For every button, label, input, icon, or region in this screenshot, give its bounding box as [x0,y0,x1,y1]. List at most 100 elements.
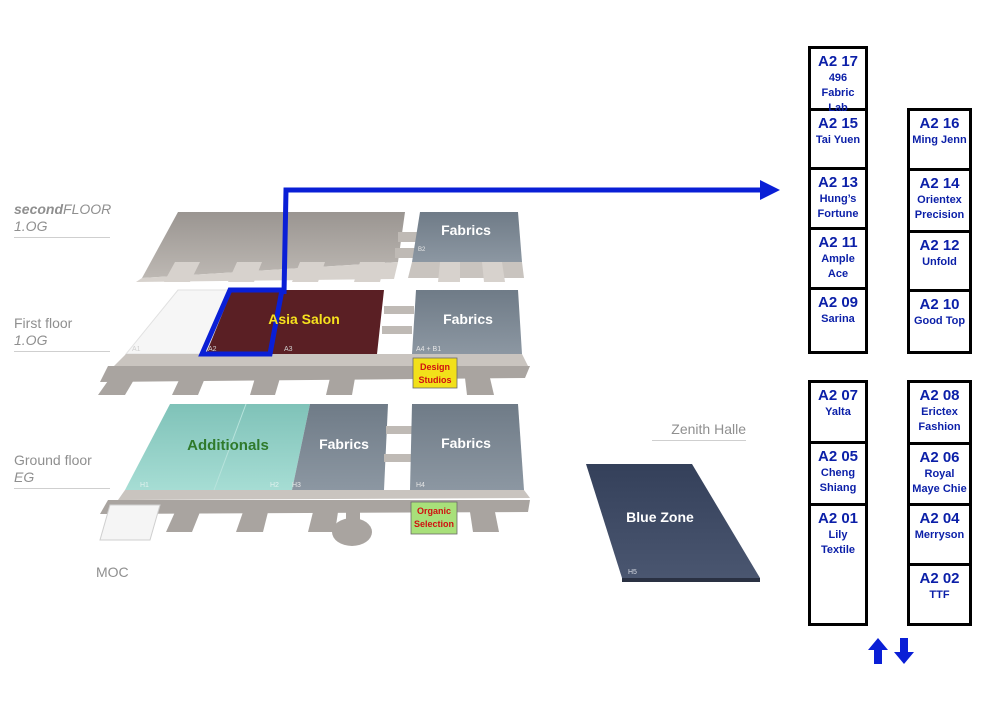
booth-number: A2 01 [817,510,859,527]
hall-first-fabrics[interactable] [412,290,522,354]
booth-number: A2 07 [817,387,859,404]
booth-exhibitor-name: 496 [828,72,848,84]
booth-a2-09[interactable]: A2 09 Sarina [811,290,865,351]
ground-floor-label: Ground floor EG [14,452,110,489]
booth-exhibitor-name: Unfold [922,256,957,268]
booth-exhibitor-name: Cheng [820,467,856,479]
booth-exhibitor-name: Shiang [819,482,857,494]
ground-floor-plan [99,403,530,546]
booth-exhibitor-name: Ming Jenn [912,134,967,146]
first-floor-label: First floor 1.OG [14,315,110,352]
moc-building [99,504,161,541]
second-floor-word2: FLOOR [63,201,112,217]
booth-a2-10[interactable]: A2 10 Good Top [910,292,969,351]
hall-code-a4b1: A4 + B1 [416,346,441,353]
booth-exhibitor-name: Fortune [817,208,859,220]
first-fabrics-label: Fabrics [443,311,493,327]
booth-a2-04[interactable]: A2 04 Merryson [910,506,969,566]
ground-floor-name: Ground floor [14,452,92,468]
blue-zone-plan [586,464,760,582]
first-floor-code-label: 1.OG [14,332,48,348]
hall-blue-zone[interactable] [586,464,760,578]
first-floor-plan [98,287,530,395]
second-fabrics-label: Fabrics [441,222,491,238]
booth-exhibitor-name: Hung’s [819,193,857,205]
design-studios-area[interactable] [412,357,458,389]
zenith-halle-label: Zenith Halle [652,421,746,441]
booth-number: A2 04 [919,510,960,527]
hall-additionals[interactable] [125,404,310,490]
booth-exhibitor-name: Fabric Lab [821,87,855,114]
booth-number: A2 08 [919,387,960,404]
booth-number: A2 10 [919,296,960,313]
asia-salon-a2-highlight [198,287,286,357]
booth-number: A2 17 [817,53,859,70]
booth-exhibitor-name: Textile [820,544,856,556]
booth-exhibitor-name: Ace [827,268,849,280]
asia-salon-label: Asia Salon [268,311,340,327]
moc-label: MOC [96,564,129,580]
hall-ground-fabrics-h3[interactable] [292,404,388,490]
blue-zone-label: Blue Zone [626,509,694,525]
booth-number: A2 14 [919,175,960,192]
first-floor-name: First floor [14,315,73,331]
booth-number: A2 09 [817,294,859,311]
arrow-up-icon[interactable] [868,638,888,664]
booth-exhibitor-name: Maye Chie [912,483,967,495]
booth-exhibitor-name: Sarina [821,313,855,325]
booth-exhibitor-name: Ample [821,253,855,265]
hall-code-h4: H4 [416,482,425,489]
second-floor-code: B2 [418,247,426,253]
hall-asia-salon[interactable] [206,290,384,354]
booth-number: A2 06 [919,449,960,466]
organic-selection-line1: Organic [417,506,451,516]
hall-second-fabrics[interactable] [412,212,522,262]
hall-ground-fabrics-h4[interactable] [410,404,524,490]
booth-exhibitor-name: Good Top [913,315,966,327]
booth-number: A2 05 [817,448,859,465]
booth-exhibitor-name: Precision [914,209,965,221]
booth-number: A2 02 [919,570,960,587]
organic-selection-line2: Selection [414,519,454,529]
booth-exhibitor-name: Fashion [918,421,961,433]
booth-exhibitor-name: Merryson [914,529,965,541]
additionals-label: Additionals [187,437,269,454]
hall-code-h2: H2 [270,482,279,489]
hall-code-a2: A2 [208,346,217,353]
second-floor-label: secondFLOOR 1.OG [14,201,112,238]
ground-fabrics-h3-label: Fabrics [319,436,369,452]
booth-a2-07[interactable]: A2 07 Yalta [811,383,865,444]
hall-code-a1: A1 [132,346,141,353]
organic-selection-area[interactable] [410,501,458,535]
second-floor-plan [136,212,524,282]
booth-exhibitor-name: Royal [924,468,955,480]
booth-number: A2 13 [817,174,859,191]
booth-exhibitor-name: Erictex [921,406,958,418]
second-floor-code-label: 1.OG [14,218,48,234]
arrow-down-icon[interactable] [894,638,914,664]
hall-code-h1: H1 [140,482,149,489]
ground-fabrics-h4-label: Fabrics [441,435,491,451]
route-arrow-icon [281,180,780,295]
booth-number: A2 11 [818,234,858,251]
hall-code-h3: H3 [292,482,301,489]
booth-number: A2 16 [919,115,960,132]
booth-exhibitor-name: Yalta [825,406,851,418]
booth-a2-16[interactable]: A2 16 Ming Jenn [910,111,969,171]
booth-exhibitor-name: Orientex [917,194,962,206]
